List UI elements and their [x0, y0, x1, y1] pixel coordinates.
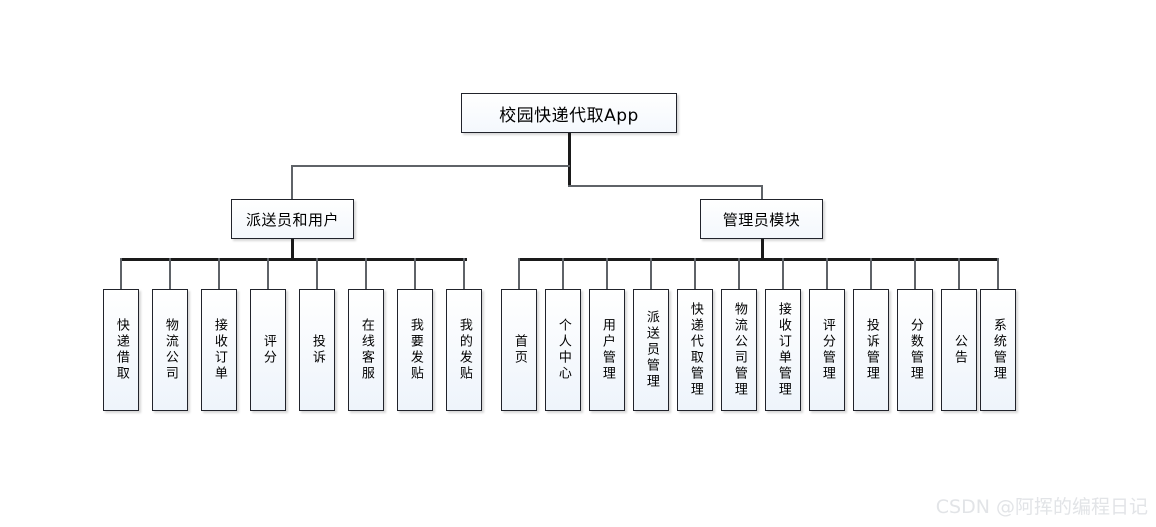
- connector-left-branch-stem: [291, 239, 294, 260]
- connector-drop-left-5: [365, 258, 367, 289]
- node-leaf-admin-8[interactable]: 投诉管理: [853, 289, 889, 411]
- connector-drop-right-branch: [761, 185, 763, 199]
- connector-drop-left-branch: [291, 165, 293, 199]
- connector-drop-left-1: [169, 258, 171, 289]
- node-branch-label: 派送员和用户: [245, 210, 339, 229]
- connector-left-bus: [120, 258, 467, 261]
- node-leaf-label: 分数管理: [907, 318, 923, 382]
- connector-drop-left-2: [218, 258, 220, 289]
- node-root[interactable]: 校园快递代取App: [461, 93, 677, 133]
- node-leaf-label: 快递代取管理: [687, 302, 703, 398]
- node-leaf-user-1[interactable]: 物流公司: [152, 289, 188, 411]
- node-leaf-label: 评分: [260, 334, 276, 366]
- connector-right-branch-stem: [761, 239, 764, 260]
- connector-drop-right-11: [997, 258, 999, 289]
- node-leaf-admin-5[interactable]: 物流公司管理: [721, 289, 757, 411]
- node-leaf-user-7[interactable]: 我的发贴: [446, 289, 482, 411]
- connector-right-bus: [518, 258, 999, 261]
- connector-drop-right-4: [694, 258, 696, 289]
- connector-drop-left-7: [463, 258, 465, 289]
- node-leaf-label: 接收订单: [211, 318, 227, 382]
- node-leaf-admin-7[interactable]: 评分管理: [809, 289, 845, 411]
- node-leaf-label: 接收订单管理: [775, 302, 791, 398]
- connector-drop-right-5: [738, 258, 740, 289]
- node-leaf-admin-6[interactable]: 接收订单管理: [765, 289, 801, 411]
- node-leaf-admin-0[interactable]: 首页: [501, 289, 537, 411]
- connector-drop-right-7: [826, 258, 828, 289]
- node-leaf-label: 投诉管理: [863, 318, 879, 382]
- connector-drop-right-6: [782, 258, 784, 289]
- node-leaf-label: 派送员管理: [643, 310, 659, 390]
- connector-drop-left-6: [414, 258, 416, 289]
- node-branch-admin-module[interactable]: 管理员模块: [700, 199, 823, 239]
- connector-root-stem: [568, 133, 571, 187]
- node-leaf-user-5[interactable]: 在线客服: [348, 289, 384, 411]
- node-leaf-admin-3[interactable]: 派送员管理: [633, 289, 669, 411]
- node-leaf-user-2[interactable]: 接收订单: [201, 289, 237, 411]
- connector-drop-right-0: [518, 258, 520, 289]
- node-leaf-label: 用户管理: [599, 318, 615, 382]
- connector-root-to-left: [291, 165, 570, 167]
- node-leaf-label: 物流公司管理: [731, 302, 747, 398]
- node-leaf-admin-11[interactable]: 系统管理: [980, 289, 1016, 411]
- node-leaf-label: 首页: [511, 334, 527, 366]
- node-leaf-admin-4[interactable]: 快递代取管理: [677, 289, 713, 411]
- connector-drop-left-3: [267, 258, 269, 289]
- watermark: CSDN @阿挥的编程日记: [935, 496, 1148, 518]
- node-leaf-label: 在线客服: [358, 318, 374, 382]
- connector-drop-right-3: [650, 258, 652, 289]
- node-leaf-label: 投诉: [309, 334, 325, 366]
- node-leaf-label: 公告: [951, 334, 967, 366]
- connector-root-to-right: [568, 185, 763, 187]
- node-leaf-admin-1[interactable]: 个人中心: [545, 289, 581, 411]
- node-leaf-user-0[interactable]: 快递借取: [103, 289, 139, 411]
- node-leaf-user-6[interactable]: 我要发贴: [397, 289, 433, 411]
- connector-drop-right-8: [870, 258, 872, 289]
- connector-drop-left-4: [316, 258, 318, 289]
- node-leaf-user-4[interactable]: 投诉: [299, 289, 335, 411]
- node-leaf-label: 个人中心: [555, 318, 571, 382]
- connector-drop-left-0: [120, 258, 122, 289]
- node-leaf-admin-9[interactable]: 分数管理: [897, 289, 933, 411]
- node-root-label: 校园快递代取App: [499, 105, 639, 126]
- node-leaf-label: 我的发贴: [456, 318, 472, 382]
- node-leaf-user-3[interactable]: 评分: [250, 289, 286, 411]
- node-leaf-label: 我要发贴: [407, 318, 423, 382]
- node-branch-label: 管理员模块: [722, 210, 801, 229]
- node-leaf-label: 评分管理: [819, 318, 835, 382]
- node-branch-user-module[interactable]: 派送员和用户: [231, 199, 354, 239]
- connector-drop-right-2: [606, 258, 608, 289]
- node-leaf-label: 快递借取: [113, 318, 129, 382]
- node-leaf-label: 系统管理: [990, 318, 1006, 382]
- node-leaf-admin-10[interactable]: 公告: [941, 289, 977, 411]
- connector-drop-right-1: [562, 258, 564, 289]
- connector-drop-right-9: [914, 258, 916, 289]
- node-leaf-admin-2[interactable]: 用户管理: [589, 289, 625, 411]
- connector-drop-right-10: [958, 258, 960, 289]
- node-leaf-label: 物流公司: [162, 318, 178, 382]
